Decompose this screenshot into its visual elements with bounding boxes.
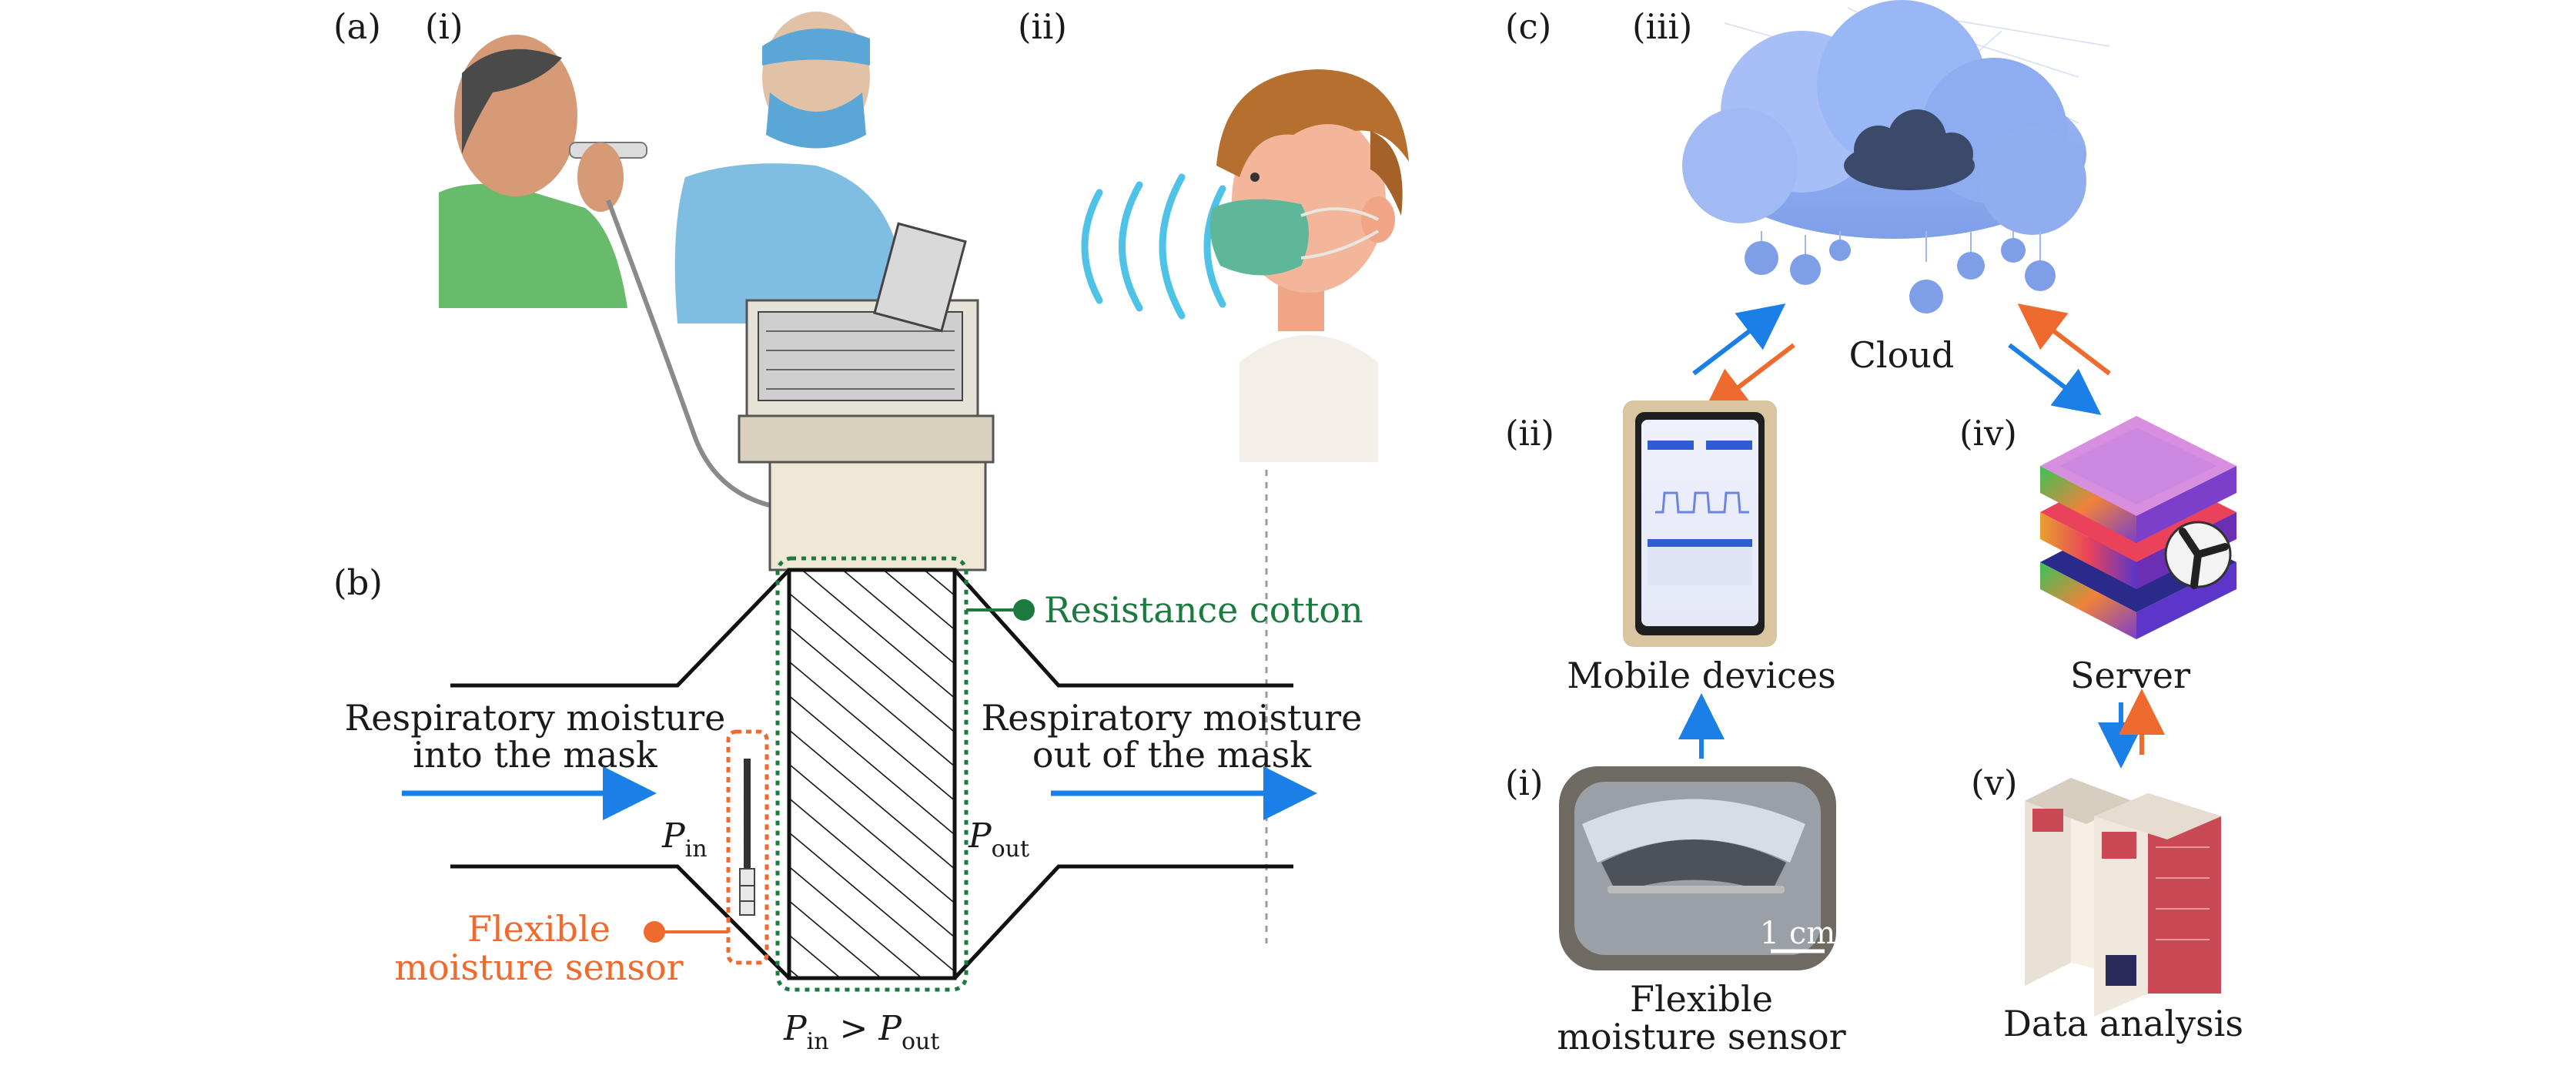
inflow-label-line2: into the mask xyxy=(413,734,658,776)
cloud-to-server-arrow xyxy=(2008,343,2102,415)
panel-label-b: (b) xyxy=(333,562,383,603)
sensor-connector xyxy=(739,868,755,916)
sensor-pointer-dot xyxy=(644,921,665,943)
panel-label-c: (c) xyxy=(1505,6,1551,47)
mobile-phone-image xyxy=(1623,400,1777,647)
sensor-photo: 1 cm xyxy=(1559,766,1836,970)
p-out-label: Pout xyxy=(968,816,1029,863)
sensor-probe xyxy=(744,759,751,870)
panel-label-a-i: (i) xyxy=(425,6,463,47)
sensor-label-line2: moisture sensor xyxy=(394,947,683,988)
flexible-sensor-label-line1: Flexible xyxy=(1630,978,1773,1020)
pressure-inequality: Pin > Pout xyxy=(783,1009,939,1055)
panel-label-a: (a) xyxy=(333,6,381,47)
masked-person-illustration xyxy=(1081,69,1409,462)
panel-label-c-iv: (iv) xyxy=(1959,413,2017,454)
resistance-pointer-dot xyxy=(1013,599,1035,621)
cloud-to-mobile-arrow xyxy=(1701,343,1795,415)
outflow-label-line2: out of the mask xyxy=(1032,734,1312,776)
data-analysis-icon xyxy=(2025,778,2221,1017)
p-in-label: Pin xyxy=(661,816,708,863)
panel-label-a-ii: (ii) xyxy=(1018,6,1067,47)
data-analysis-label: Data analysis xyxy=(2003,1003,2243,1044)
sensor-outline xyxy=(726,729,769,965)
scale-bar-label: 1 cm xyxy=(1760,916,1836,951)
panel-label-c-ii: (ii) xyxy=(1505,413,1554,454)
resistance-cotton-outline xyxy=(775,556,969,992)
flexible-sensor-label-line2: moisture sensor xyxy=(1557,1016,1845,1057)
cloud-label: Cloud xyxy=(1849,334,1955,376)
inflow-label-line1: Respiratory moisture xyxy=(345,697,726,739)
server-label: Server xyxy=(2070,655,2190,696)
panel-label-c-i: (i) xyxy=(1505,762,1544,803)
server-to-cloud-arrow xyxy=(2017,303,2111,376)
mask-cross-section-diagram: Resistance cotton Flexible moisture sens… xyxy=(345,556,1363,1055)
mobile-to-cloud-arrow xyxy=(1692,303,1786,376)
sensor-label-line1: Flexible xyxy=(467,908,611,950)
panel-label-c-iii: (iii) xyxy=(1632,6,1692,47)
spirometry-illustration xyxy=(439,12,995,571)
cloud-icon xyxy=(1682,0,2110,313)
outflow-label-line1: Respiratory moisture xyxy=(982,697,1363,739)
panel-label-c-v: (v) xyxy=(1971,762,2018,803)
resistance-cotton-label: Resistance cotton xyxy=(1044,589,1363,631)
resistance-cotton-block xyxy=(787,568,957,980)
mobile-devices-label: Mobile devices xyxy=(1567,655,1835,696)
server-icon xyxy=(2040,416,2236,639)
